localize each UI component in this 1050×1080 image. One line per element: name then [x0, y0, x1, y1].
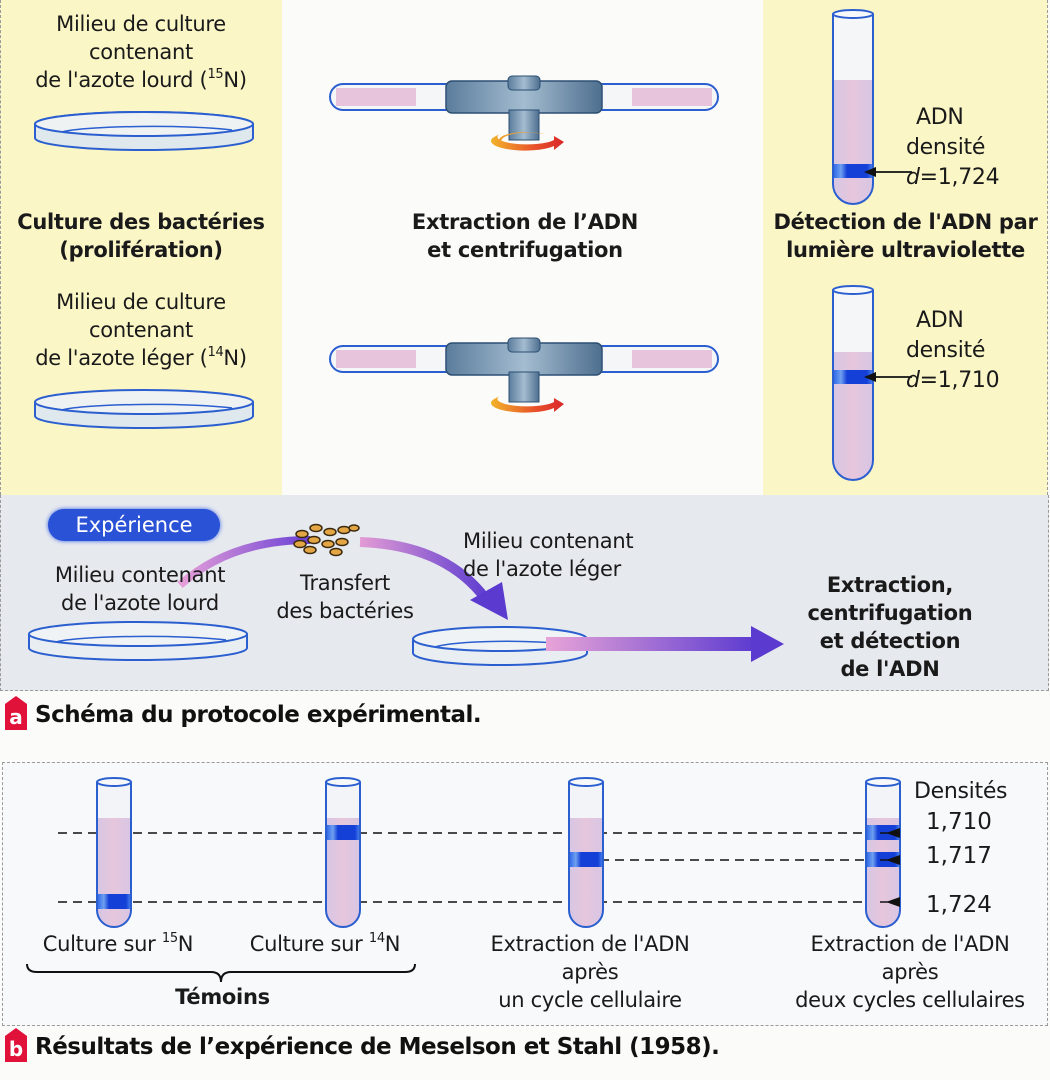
- light-medium-label: Milieu de culture contenant de l'azote l…: [0, 288, 282, 372]
- tube-heavy-density: d=1,724: [906, 165, 1000, 190]
- tube1-label: Culture sur 15N: [42, 931, 194, 956]
- heavy-medium-line1: Milieu de culture: [56, 12, 226, 36]
- density-label-1717: 1,717: [926, 843, 992, 869]
- tube-2-dna-band: [326, 825, 360, 840]
- final-step-label: Extraction, centrifugation et détection …: [790, 571, 990, 683]
- tube-3-rim: [568, 777, 604, 787]
- tube4-line1: Extraction de l'ADN: [810, 932, 1010, 956]
- tube-light-density: d=1,710: [906, 368, 1000, 393]
- detection-title: Détection de l'ADN par lumière ultraviol…: [763, 208, 1048, 264]
- tube-light-label: ADN densité d=1,710: [906, 306, 1000, 396]
- final-step-line4: de l'ADN: [840, 657, 940, 681]
- tube-light-line2: densité: [906, 338, 986, 363]
- tube-4-outline: [865, 782, 901, 928]
- heavy-medium-label: Milieu de culture contenant de l'azote l…: [0, 10, 282, 94]
- controls-brace: [26, 963, 416, 983]
- tube-heavy-line2: densité: [906, 135, 986, 160]
- tube-heavy-dna: [832, 9, 874, 205]
- centrifuge-light: [329, 337, 719, 413]
- densities-title: Densités: [914, 779, 1008, 804]
- section-a-tag: a: [5, 696, 27, 730]
- section-b-tag: b: [5, 1028, 27, 1062]
- culture-title: Culture des bactéries (prolifération): [0, 208, 282, 264]
- culture-title-line2: (prolifération): [59, 238, 223, 262]
- section-a-caption: Schéma du protocole expérimental.: [35, 702, 482, 728]
- tube4-line2: après: [881, 960, 939, 984]
- tube-3-outline: [568, 782, 604, 928]
- section-b-caption: Résultats de l’expérience de Meselson et…: [35, 1034, 720, 1060]
- light-medium-line3: de l'azote léger (14N): [35, 345, 247, 370]
- tube-2-rim: [325, 777, 361, 787]
- centrifugation-title: Extraction de l’ADN et centrifugation: [330, 208, 720, 264]
- tube3-line1: Extraction de l'ADN: [490, 932, 690, 956]
- centrifugation-title-line2: et centrifugation: [427, 238, 623, 262]
- tube2-label: Culture sur 14N: [249, 931, 401, 956]
- petri-dish-target: [412, 626, 588, 666]
- density-arrow-heavy: [864, 167, 912, 177]
- extraction-arrow: [546, 626, 784, 662]
- final-step-line3: et détection: [819, 629, 961, 653]
- panel-left-border: [0, 0, 1, 495]
- culture-title-line1: Culture des bactéries: [17, 210, 265, 234]
- transfer-line1: Transfert: [300, 571, 390, 595]
- density-arrow-light: [864, 372, 912, 382]
- tube-4-liquid: [866, 818, 900, 927]
- final-step-line2: centrifugation: [807, 601, 973, 625]
- petri-dish-source: [28, 621, 248, 661]
- experiment-badge: Expérience: [48, 509, 220, 541]
- target-medium-label: Milieu contenant de l'azote léger: [445, 527, 655, 583]
- bacteria-cluster-icon: [293, 523, 360, 557]
- tube-1-outline: [96, 782, 132, 928]
- heavy-medium-line3: de l'azote lourd (15N): [35, 67, 247, 92]
- tube-2-outline: [325, 782, 361, 928]
- detection-title-line2: lumière ultraviolette: [786, 238, 1025, 262]
- tube4-line3: deux cycles cellulaires: [795, 988, 1025, 1012]
- centrifuge-heavy: [329, 75, 719, 151]
- panel-right-border: [1047, 0, 1048, 495]
- centrifugation-title-line1: Extraction de l’ADN: [411, 210, 639, 234]
- tube4-label: Extraction de l'ADN après deux cycles ce…: [790, 930, 1030, 1014]
- petri-dish-heavy: [34, 111, 254, 151]
- source-medium-line2: de l'azote lourd: [61, 591, 219, 615]
- density-label-1724: 1,724: [926, 892, 992, 918]
- heavy-medium-line2: contenant: [89, 40, 193, 64]
- tube-heavy-label: ADN densité d=1,724: [906, 103, 1000, 193]
- density-label-1710: 1,710: [926, 809, 992, 835]
- tube-4-rim: [865, 777, 901, 787]
- target-medium-line1: Milieu contenant: [463, 529, 634, 553]
- petri-dish-light: [34, 389, 254, 429]
- light-medium-line2: contenant: [89, 318, 193, 342]
- tube-2-liquid: [326, 818, 360, 927]
- detection-panel: [763, 0, 1048, 495]
- source-medium-label: Milieu contenant de l'azote lourd: [40, 561, 240, 617]
- tube-3-dna-band: [569, 852, 603, 867]
- controls-label: Témoins: [175, 985, 270, 1009]
- tube-heavy-line1: ADN: [916, 105, 964, 130]
- tube3-label: Extraction de l'ADN après un cycle cellu…: [470, 930, 710, 1014]
- transfer-arc: [177, 536, 508, 620]
- tube-1-liquid: [97, 818, 131, 927]
- detection-title-line1: Détection de l'ADN par: [773, 210, 1038, 234]
- source-medium-line1: Milieu contenant: [54, 563, 226, 587]
- tube-light-line1: ADN: [916, 308, 964, 333]
- transfer-line2: des bactéries: [276, 599, 414, 623]
- tube-1-dna-band: [97, 894, 131, 909]
- transfer-label: Transfert des bactéries: [270, 569, 420, 625]
- light-medium-line1: Milieu de culture: [56, 290, 226, 314]
- tube3-line3: un cycle cellulaire: [498, 988, 682, 1012]
- tube-light-dna: [832, 285, 874, 481]
- target-medium-line2: de l'azote léger: [463, 557, 621, 581]
- results-diagram: [58, 777, 901, 928]
- final-step-line1: Extraction,: [826, 573, 954, 597]
- tube3-line2: après: [561, 960, 619, 984]
- tube-1-rim: [96, 777, 132, 787]
- tube-3-liquid: [569, 818, 603, 927]
